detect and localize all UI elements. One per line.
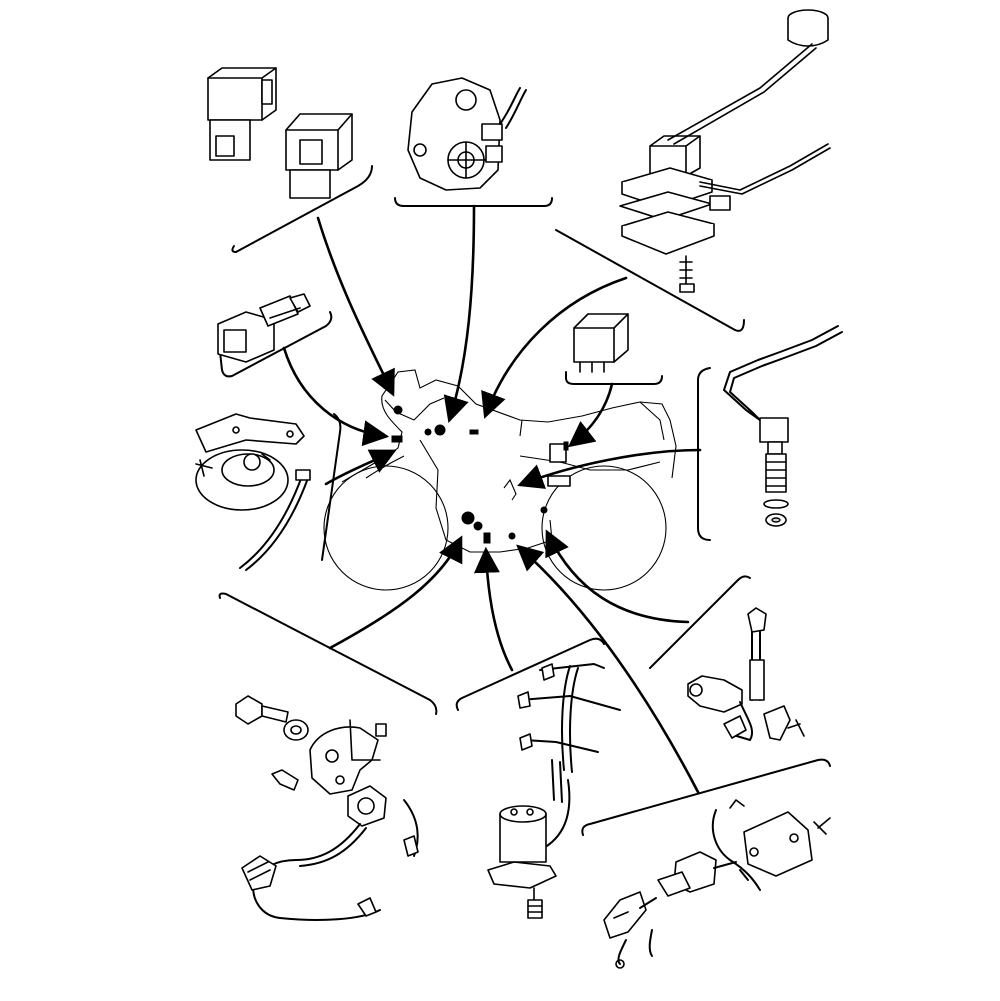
motorcycle-outline: [323, 369, 677, 591]
neutral-switch-icon: [687, 607, 805, 741]
pickup-coil-icon: [235, 695, 419, 921]
flasher-relay-icon: [573, 313, 629, 373]
leader-lines: [282, 204, 702, 794]
relay-icon: [207, 67, 353, 199]
throttle-sensor-icon: [407, 77, 527, 191]
group-brackets: [218, 165, 831, 836]
temperature-sensor-icon: [723, 325, 843, 527]
horn-icon: [195, 413, 311, 571]
fuel-gauge-sender-icon: [619, 9, 831, 293]
sidestand-switch-icon: [603, 799, 831, 969]
pressure-switch-icon: [217, 293, 311, 363]
solenoid-icon: [487, 663, 621, 919]
